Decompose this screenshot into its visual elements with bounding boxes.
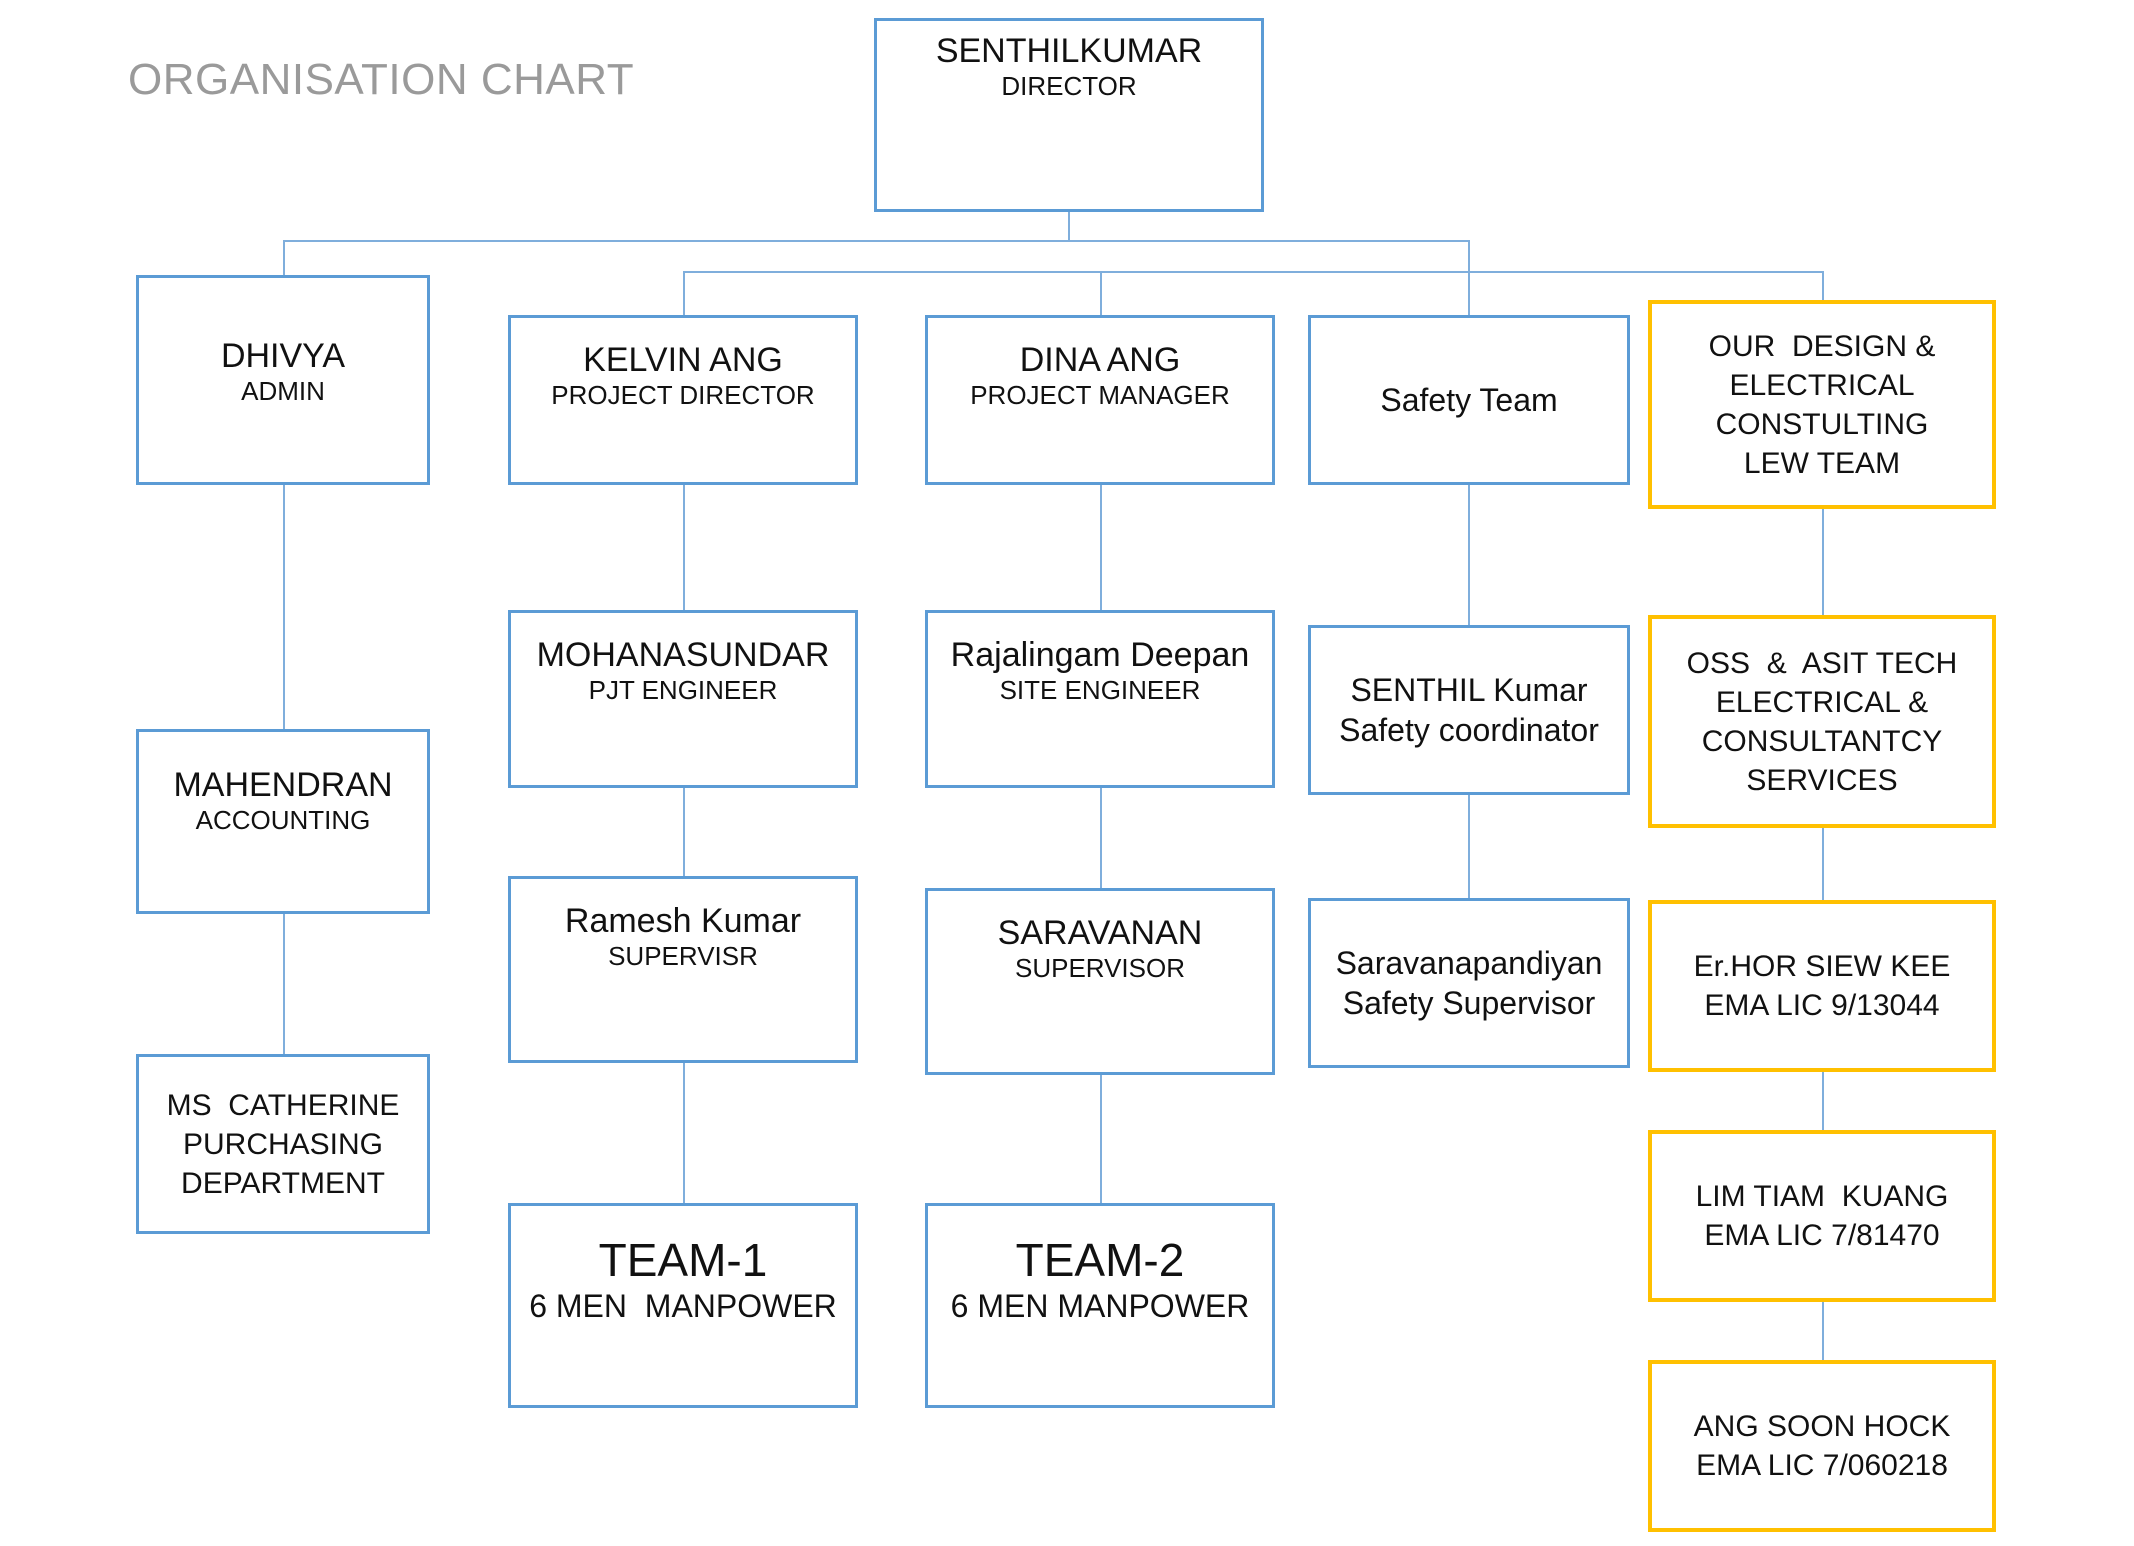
- connector-licensee1-to-licensee2: [1822, 1072, 1824, 1130]
- node-project-director-role: PROJECT DIRECTOR: [551, 380, 815, 411]
- node-safety-coordinator-role: Safety coordinator: [1339, 712, 1599, 748]
- node-purchasing-role-line2: DEPARTMENT: [181, 1166, 385, 1200]
- node-supervisor-2-name: SARAVANAN: [997, 914, 1203, 952]
- node-admin-role: ADMIN: [241, 376, 325, 407]
- node-safety-coordinator[interactable]: SENTHIL Kumar Safety coordinator: [1308, 625, 1630, 795]
- connector-to-admin: [283, 240, 285, 275]
- connector-director-stem: [1068, 212, 1070, 240]
- node-site-engineer[interactable]: Rajalingam Deepan SITE ENGINEER: [925, 610, 1275, 788]
- node-licensee-3-license: EMA LIC 7/060218: [1696, 1449, 1948, 1482]
- node-safety-team[interactable]: Safety Team: [1308, 315, 1630, 485]
- connector-bus-second: [683, 271, 1822, 273]
- node-project-director[interactable]: KELVIN ANG PROJECT DIRECTOR: [508, 315, 858, 485]
- page-title: ORGANISATION CHART: [128, 55, 635, 104]
- node-supervisor-2-role: SUPERVISOR: [1014, 953, 1185, 984]
- node-site-engineer-name: Rajalingam Deepan: [950, 636, 1250, 674]
- node-safety-supervisor-role: Safety Supervisor: [1342, 985, 1596, 1021]
- node-project-director-name: KELVIN ANG: [583, 341, 783, 379]
- connector-lew-to-consultancy: [1822, 509, 1824, 615]
- node-licensee-2-name: LIM TIAM KUANG: [1695, 1180, 1949, 1213]
- node-site-engineer-role: SITE ENGINEER: [999, 675, 1201, 706]
- node-supervisor-1-name: Ramesh Kumar: [564, 902, 802, 940]
- node-pjt-engineer[interactable]: MOHANASUNDAR PJT ENGINEER: [508, 610, 858, 788]
- node-lew-team-line1: OUR DESIGN &: [1708, 329, 1936, 363]
- node-purchasing-role-line1: PURCHASING: [182, 1127, 384, 1161]
- connector-supervisor2-to-team2: [1100, 1075, 1102, 1203]
- node-team-1-role: 6 MEN MANPOWER: [529, 1287, 837, 1324]
- node-licensee-2[interactable]: LIM TIAM KUANG EMA LIC 7/81470: [1648, 1130, 1996, 1302]
- node-lew-team[interactable]: OUR DESIGN & ELECTRICAL CONSTULTING LEW …: [1648, 300, 1996, 509]
- node-licensee-1-name: Er.HOR SIEW KEE: [1693, 950, 1951, 983]
- connector-bus-top: [283, 240, 1469, 242]
- connector-pd-to-pjt-engineer: [683, 485, 685, 610]
- node-lew-team-line2: ELECTRICAL: [1729, 368, 1915, 402]
- node-admin-name: DHIVYA: [220, 337, 346, 375]
- node-team-2[interactable]: TEAM-2 6 MEN MANPOWER: [925, 1203, 1275, 1408]
- node-licensee-1[interactable]: Er.HOR SIEW KEE EMA LIC 9/13044: [1648, 900, 1996, 1072]
- node-pjt-engineer-role: PJT ENGINEER: [588, 675, 778, 706]
- node-team-2-name: TEAM-2: [1015, 1234, 1185, 1286]
- node-licensee-2-license: EMA LIC 7/81470: [1704, 1219, 1940, 1252]
- node-licensee-3-name: ANG SOON HOCK: [1693, 1410, 1951, 1443]
- connector-admin-to-accounting: [283, 485, 285, 729]
- connector-safety-to-coordinator: [1468, 485, 1470, 625]
- node-supervisor-1-role: SUPERVISR: [608, 941, 758, 972]
- node-accounting[interactable]: MAHENDRAN ACCOUNTING: [136, 729, 430, 914]
- connector-pm-to-site-engineer: [1100, 485, 1102, 610]
- connector-supervisor1-to-team1: [683, 1063, 685, 1203]
- node-project-manager[interactable]: DINA ANG PROJECT MANAGER: [925, 315, 1275, 485]
- node-purchasing[interactable]: MS CATHERINE PURCHASING DEPARTMENT: [136, 1054, 430, 1234]
- connector-to-lew-team: [1822, 271, 1824, 300]
- node-project-manager-role: PROJECT MANAGER: [970, 380, 1230, 411]
- node-pjt-engineer-name: MOHANASUNDAR: [536, 636, 830, 674]
- connector-to-project-manager: [1100, 271, 1102, 315]
- node-supervisor-2[interactable]: SARAVANAN SUPERVISOR: [925, 888, 1275, 1075]
- connector-to-project-director: [683, 271, 685, 315]
- node-director-role: DIRECTOR: [1001, 71, 1137, 102]
- node-consultancy-line1: OSS & ASIT TECH: [1686, 646, 1958, 680]
- node-safety-supervisor[interactable]: Saravanapandiyan Safety Supervisor: [1308, 898, 1630, 1068]
- connector-consultancy-to-licensee1: [1822, 828, 1824, 900]
- node-consultancy[interactable]: OSS & ASIT TECH ELECTRICAL & CONSULTANTC…: [1648, 615, 1996, 828]
- node-safety-supervisor-name: Saravanapandiyan: [1335, 945, 1603, 981]
- node-team-2-role: 6 MEN MANPOWER: [950, 1287, 1250, 1324]
- connector-pjt-to-supervisor1: [683, 788, 685, 876]
- node-team-1[interactable]: TEAM-1 6 MEN MANPOWER: [508, 1203, 858, 1408]
- node-lew-team-line3: CONSTULTING: [1715, 407, 1929, 441]
- node-admin[interactable]: DHIVYA ADMIN: [136, 275, 430, 485]
- node-team-1-name: TEAM-1: [598, 1234, 768, 1286]
- node-project-manager-name: DINA ANG: [1019, 341, 1181, 379]
- connector-busA-to-busB: [1468, 240, 1470, 271]
- node-accounting-role: ACCOUNTING: [195, 805, 371, 836]
- connector-to-safety-team: [1468, 271, 1470, 315]
- node-safety-team-name: Safety Team: [1380, 382, 1558, 418]
- node-supervisor-1[interactable]: Ramesh Kumar SUPERVISR: [508, 876, 858, 1063]
- connector-site-to-supervisor2: [1100, 788, 1102, 888]
- connector-accounting-to-purchasing: [283, 914, 285, 1054]
- node-licensee-3[interactable]: ANG SOON HOCK EMA LIC 7/060218: [1648, 1360, 1996, 1532]
- node-consultancy-line4: SERVICES: [1746, 763, 1898, 797]
- connector-coordinator-to-supervisor: [1468, 795, 1470, 898]
- node-consultancy-line3: CONSULTANTCY: [1701, 724, 1943, 758]
- node-accounting-name: MAHENDRAN: [173, 766, 393, 804]
- node-lew-team-line4: LEW TEAM: [1743, 446, 1901, 480]
- node-purchasing-name: MS CATHERINE: [166, 1088, 400, 1122]
- node-director-name: SENTHILKUMAR: [935, 32, 1203, 70]
- connector-licensee2-to-licensee3: [1822, 1302, 1824, 1360]
- node-licensee-1-license: EMA LIC 9/13044: [1704, 989, 1940, 1022]
- node-safety-coordinator-name: SENTHIL Kumar: [1350, 672, 1588, 708]
- node-consultancy-line2: ELECTRICAL &: [1715, 685, 1929, 719]
- node-director[interactable]: SENTHILKUMAR DIRECTOR: [874, 18, 1264, 212]
